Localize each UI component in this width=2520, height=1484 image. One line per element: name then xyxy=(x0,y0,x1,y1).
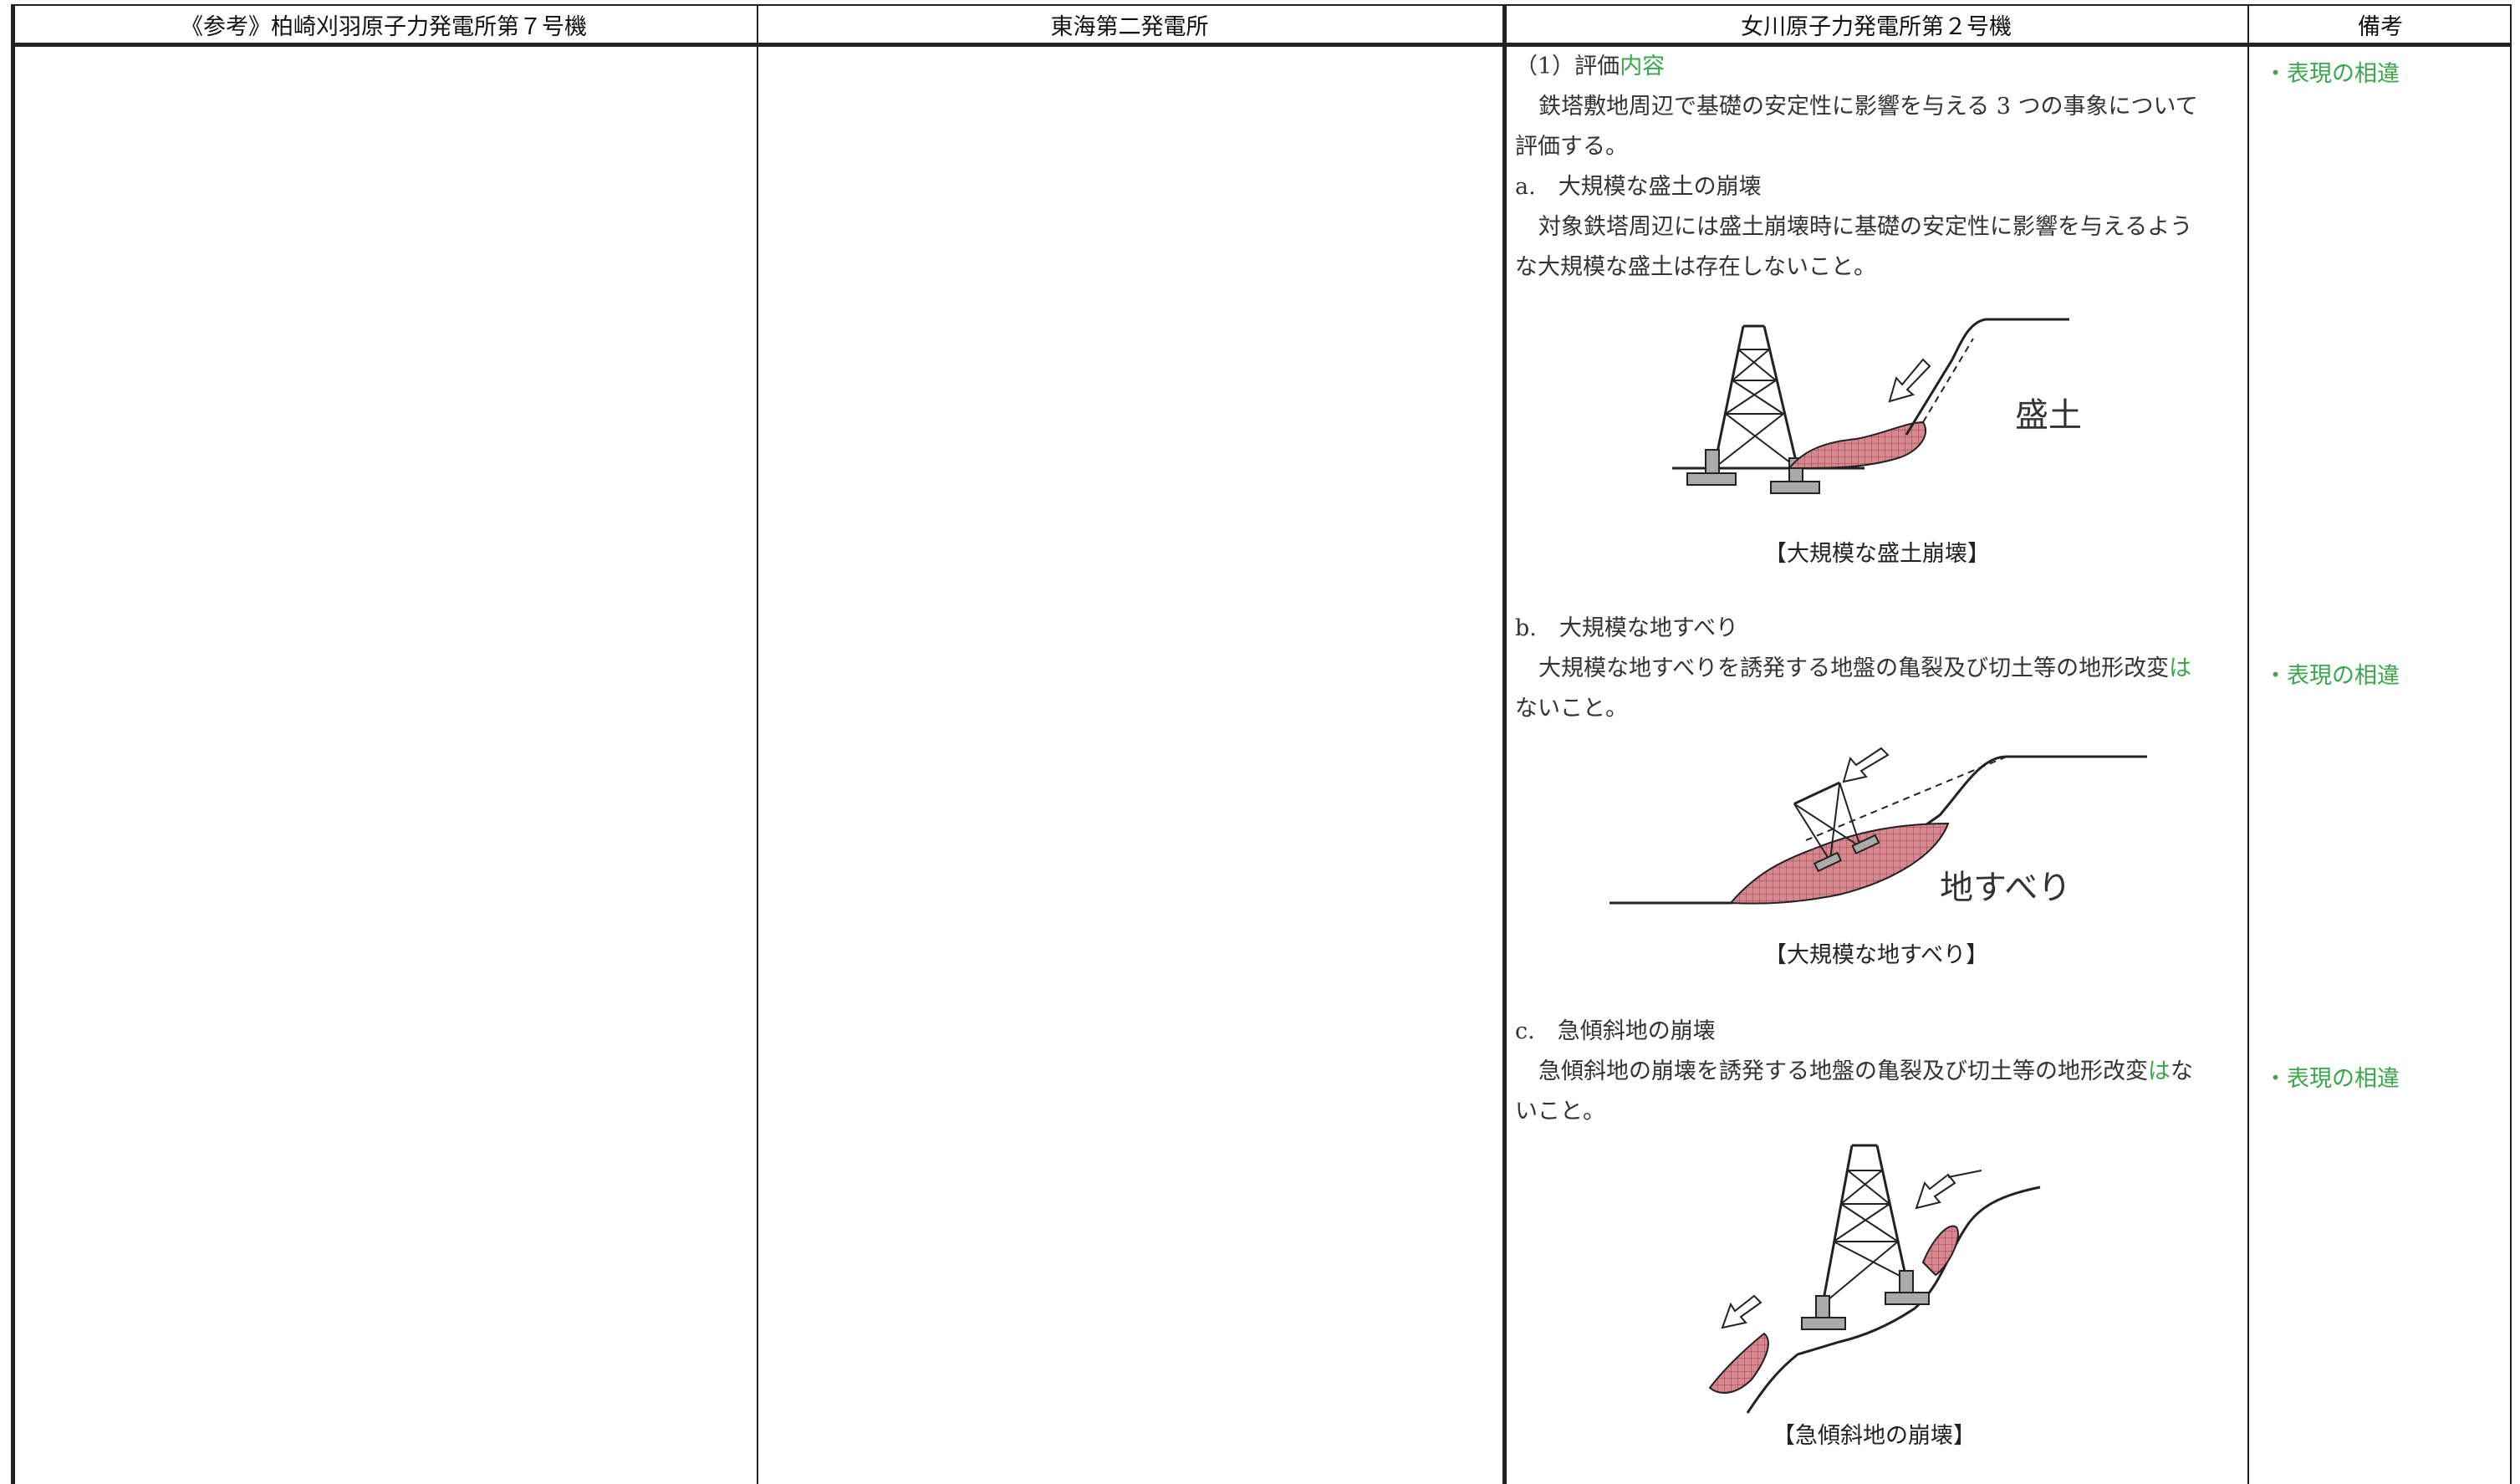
column-divider-1 xyxy=(757,4,758,1484)
remark-note-1: ・表現の相違 xyxy=(2264,61,2400,87)
table-top-border xyxy=(12,4,2512,6)
column-divider-3 xyxy=(2247,4,2249,1484)
section-title: （1）評価内容 xyxy=(1515,54,1666,79)
header-bottom-border xyxy=(12,43,2512,47)
item-b-line-2: ないこと。 xyxy=(1515,696,1628,722)
steep-slope-figure xyxy=(1708,1144,2041,1414)
header-kashiwazaki: 《参考》柏崎刈羽原子力発電所第７号機 xyxy=(181,13,587,40)
landslide-label: 地すべり xyxy=(1940,869,2071,907)
header-tokai: 東海第二発電所 xyxy=(1050,13,1209,40)
item-b-line-1: 大規模な地すべりを誘発する地盤の亀裂及び切土等の地形改変は xyxy=(1538,655,2192,681)
embankment-label: 盛土 xyxy=(2015,396,2082,435)
column-divider-2 xyxy=(1502,4,1507,1484)
embankment-collapse-figure: 盛土 xyxy=(1672,318,2082,494)
item-c-line-1: 急傾斜地の崩壊を誘発する地盤の亀裂及び切土等の地形改変はな xyxy=(1538,1058,2193,1084)
item-a-line-1: 対象鉄塔周辺には盛土崩壊時に基礎の安定性に影響を与えるよう xyxy=(1538,214,2193,240)
table-right-border xyxy=(2510,4,2512,1484)
header-onagawa: 女川原子力発電所第２号機 xyxy=(1741,13,2012,40)
item-a-heading: a. 大規模な盛土の崩壊 xyxy=(1515,174,1762,200)
remark-note-3: ・表現の相違 xyxy=(2264,1066,2400,1092)
item-c-line-2: いこと。 xyxy=(1515,1099,1605,1124)
embankment-caption: 【大規模な盛土崩壊】 xyxy=(1764,541,1990,567)
intro-line-2: 評価する。 xyxy=(1515,134,1628,160)
table-left-border xyxy=(11,4,15,1484)
steep-slope-caption: 【急傾斜地の崩壊】 xyxy=(1773,1423,1976,1449)
remark-note-2: ・表現の相違 xyxy=(2264,663,2400,689)
item-b-heading: b. 大規模な地すべり xyxy=(1515,615,1738,641)
header-remarks: 備考 xyxy=(2358,13,2403,40)
landslide-caption: 【大規模な地すべり】 xyxy=(1764,942,1989,968)
landslide-figure: 地すべり xyxy=(1609,747,2147,907)
item-c-heading: c. 急傾斜地の崩壊 xyxy=(1515,1018,1716,1044)
intro-line-1: 鉄塔敷地周辺で基礎の安定性に影響を与える 3 つの事象について xyxy=(1538,94,2198,120)
item-a-line-2: な大規模な盛土は存在しないこと。 xyxy=(1515,254,1876,280)
